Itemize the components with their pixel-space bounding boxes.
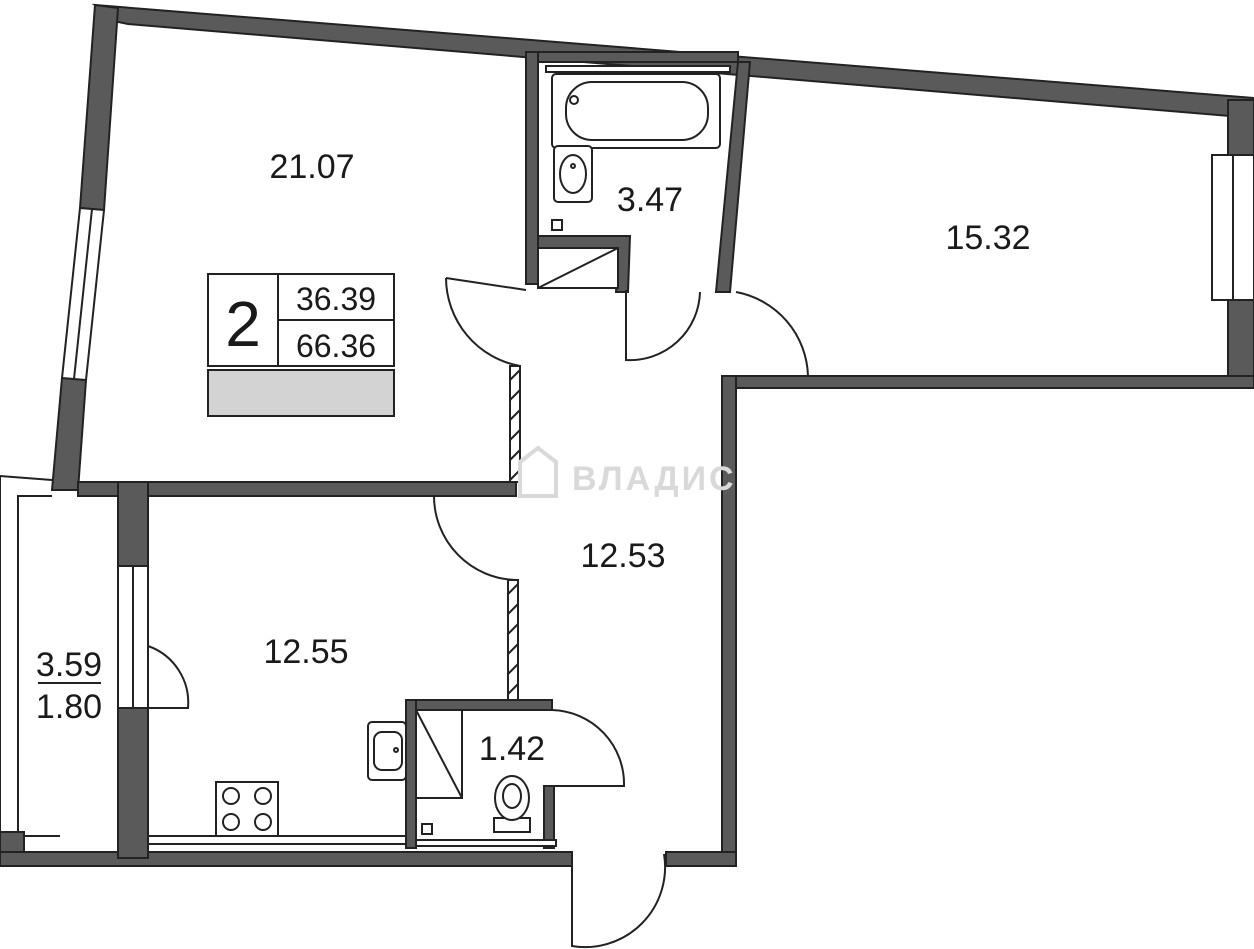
balcony-outline (0, 474, 60, 853)
kitchen-counter-line (147, 835, 407, 845)
right-wall-upper (1227, 99, 1254, 156)
kitchen-left-wall-upper (117, 481, 149, 567)
home-icon (518, 445, 558, 498)
kitchen-door-arc (433, 495, 517, 581)
bathroom-right-wall (714, 61, 752, 293)
area-kitchen: 12.55 (263, 633, 348, 671)
badge-bar (207, 369, 395, 417)
living-bottom-wall (77, 481, 517, 497)
living-door-arc (445, 277, 521, 367)
bedroom-door-arc (735, 291, 809, 377)
kitchen-left-wall-lower (117, 707, 149, 859)
bedroom-bottom-wall (721, 375, 1254, 389)
balcony-bottom-left (0, 831, 25, 853)
area-wc: 1.42 (479, 730, 545, 768)
entrance-door-arc (571, 853, 667, 949)
wc-right-wall (543, 785, 555, 849)
left-wall-lower (50, 376, 88, 491)
bottom-wall-left (0, 851, 573, 867)
balcony-area-top: 3.59 (36, 646, 102, 684)
watermark: ВЛАДИС (518, 445, 737, 498)
living-glass-partition (509, 365, 521, 483)
area-bedroom: 15.32 (945, 219, 1030, 257)
wc-top-wall (405, 699, 553, 711)
balcony-door-arc (147, 645, 190, 709)
badge-total-area: 66.36 (296, 328, 376, 364)
bathroom-top-wall (537, 51, 739, 63)
watermark-text: ВЛАДИС (572, 460, 737, 498)
area-bathroom: 3.47 (617, 181, 683, 219)
badge-rooms-count: 2 (225, 288, 261, 360)
area-hallway: 12.53 (580, 537, 665, 575)
bathroom-left-wall (525, 51, 539, 285)
balcony-area-bottom: 1.80 (36, 688, 102, 726)
bathroom-door-arc (625, 290, 701, 362)
hallway-right-wall (721, 375, 737, 855)
area-living-room: 21.07 (269, 148, 354, 186)
badge-living-area: 36.39 (296, 281, 376, 317)
apartment-badge: 2 36.39 66.36 (207, 273, 395, 417)
wc-door-arc (551, 709, 626, 787)
right-wall-lower (1227, 299, 1254, 381)
bottom-wall-right (665, 851, 737, 867)
bathroom-inner-frame (545, 65, 731, 73)
left-wall-upper (78, 3, 120, 212)
wc-left-wall (405, 699, 417, 849)
